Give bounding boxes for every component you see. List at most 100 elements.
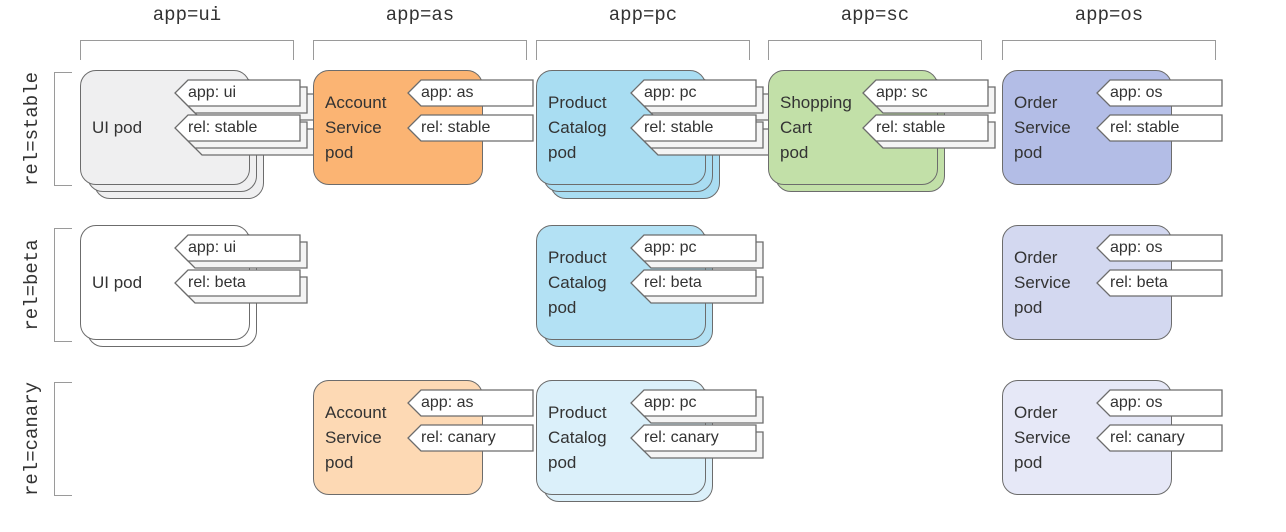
pod-name-line: Service <box>1014 273 1071 292</box>
pod-name-line: Catalog <box>548 428 607 447</box>
rel-label-tag-shape <box>407 114 534 142</box>
app-label-tag-shape <box>630 79 771 121</box>
app-label-tag-text: app: pc <box>644 84 697 101</box>
row-header-stable: rel=stable <box>21 71 43 187</box>
app-label-tag-front <box>630 389 757 417</box>
app-label-tag: app: pc <box>630 79 771 121</box>
app-label-tag-front <box>1096 234 1223 262</box>
column-bracket-os <box>1002 40 1216 60</box>
app-label-tag: app: sc <box>862 79 996 114</box>
rel-label-tag: rel: stable <box>174 114 315 156</box>
pod-name-line: UI pod <box>92 273 143 292</box>
pod-name-line: Service <box>1014 118 1071 137</box>
app-label-tag-shape <box>1096 234 1223 262</box>
rel-label-tag-text: rel: stable <box>644 119 714 136</box>
pod-name-line: Order <box>1014 93 1058 112</box>
app-label-tag: app: as <box>407 79 535 107</box>
pod-name-line: pod <box>780 143 809 162</box>
row-bracket-stable <box>54 72 72 186</box>
app-label-tag-shape <box>630 389 764 424</box>
column-header-os: app=os <box>1074 4 1144 26</box>
app-label-tag: app: ui <box>174 234 308 269</box>
pod-name-line: pod <box>548 143 577 162</box>
rel-label-tag-front <box>174 269 301 297</box>
rel-label-tag: rel: beta <box>630 269 764 304</box>
column-header-ui: app=ui <box>152 4 222 26</box>
app-label-tag-text: app: os <box>1110 84 1163 101</box>
app-label-tag-text: app: sc <box>876 84 928 101</box>
app-label-tag-front <box>1096 389 1223 417</box>
app-label-tag-text: app: as <box>421 84 474 101</box>
app-label-tag-front <box>630 234 757 262</box>
app-label-tag-text: app: as <box>421 394 474 411</box>
app-label-tag-front <box>1096 79 1223 107</box>
row-bracket-canary <box>54 382 72 496</box>
pod-name-line: Order <box>1014 403 1058 422</box>
rel-label-tag-front <box>407 424 534 452</box>
row-header-canary: rel=canary <box>21 381 43 497</box>
app-label-tag-front <box>407 79 534 107</box>
rel-label-tag-text: rel: beta <box>1110 274 1168 291</box>
column-bracket-as <box>313 40 527 60</box>
rel-label-tag: rel: canary <box>407 424 535 452</box>
rel-label-tag-shape <box>630 269 764 304</box>
column-header-sc: app=sc <box>840 4 910 26</box>
app-label-tag-front <box>862 79 989 107</box>
pod-name-line: pod <box>548 453 577 472</box>
rel-label-tag-front <box>1096 269 1223 297</box>
rel-label-tag-text: rel: canary <box>644 429 719 446</box>
rel-label-tag-shape <box>1096 424 1223 452</box>
app-label-tag-shape <box>1096 389 1223 417</box>
app-label-tag-text: app: pc <box>644 394 697 411</box>
rel-label-tag-text: rel: beta <box>188 274 246 291</box>
app-label-tag-shape <box>407 389 534 417</box>
app-label-tag: app: ui <box>174 79 315 121</box>
rel-label-tag-shape <box>630 424 764 459</box>
app-label-tag-shape <box>862 79 996 114</box>
pod-name-line: pod <box>325 453 354 472</box>
rel-label-tag-front <box>630 269 757 297</box>
app-label-tag-shape <box>1096 79 1223 107</box>
rel-label-tag-shape <box>630 114 771 156</box>
rel-label-tag: rel: canary <box>1096 424 1224 452</box>
rel-label-tag: rel: stable <box>1096 114 1224 142</box>
column-bracket-ui <box>80 40 294 60</box>
rel-label-tag-text: rel: stable <box>1110 119 1180 136</box>
app-label-tag-front <box>174 234 301 262</box>
rel-label-tag-front <box>862 114 989 142</box>
pod-name-line: pod <box>1014 453 1043 472</box>
app-label-tag: app: os <box>1096 234 1224 262</box>
pod-name-line: pod <box>1014 298 1043 317</box>
rel-label-tag-text: rel: beta <box>644 274 702 291</box>
app-label-tag-shape <box>630 234 764 269</box>
rel-label-tag-text: rel: canary <box>1110 429 1185 446</box>
rel-label-tag-shape <box>1096 269 1223 297</box>
pod-name-line: pod <box>325 143 354 162</box>
app-label-tag-text: app: pc <box>644 239 697 256</box>
pod-name-line: pod <box>548 298 577 317</box>
rel-label-tag: rel: canary <box>630 424 764 459</box>
rel-label-tag-shape <box>407 424 534 452</box>
rel-label-tag-front <box>630 424 757 452</box>
rel-label-tag-front <box>630 114 757 142</box>
pod-name-line: Cart <box>780 118 813 137</box>
app-label-tag-text: app: ui <box>188 239 237 256</box>
rel-label-tag: rel: stable <box>862 114 996 149</box>
pod-name-line: Account <box>325 403 387 422</box>
column-header-pc: app=pc <box>608 4 678 26</box>
rel-label-tag: rel: stable <box>407 114 535 142</box>
rel-label-tag-text: rel: stable <box>421 119 491 136</box>
pod-name-line: Account <box>325 93 387 112</box>
